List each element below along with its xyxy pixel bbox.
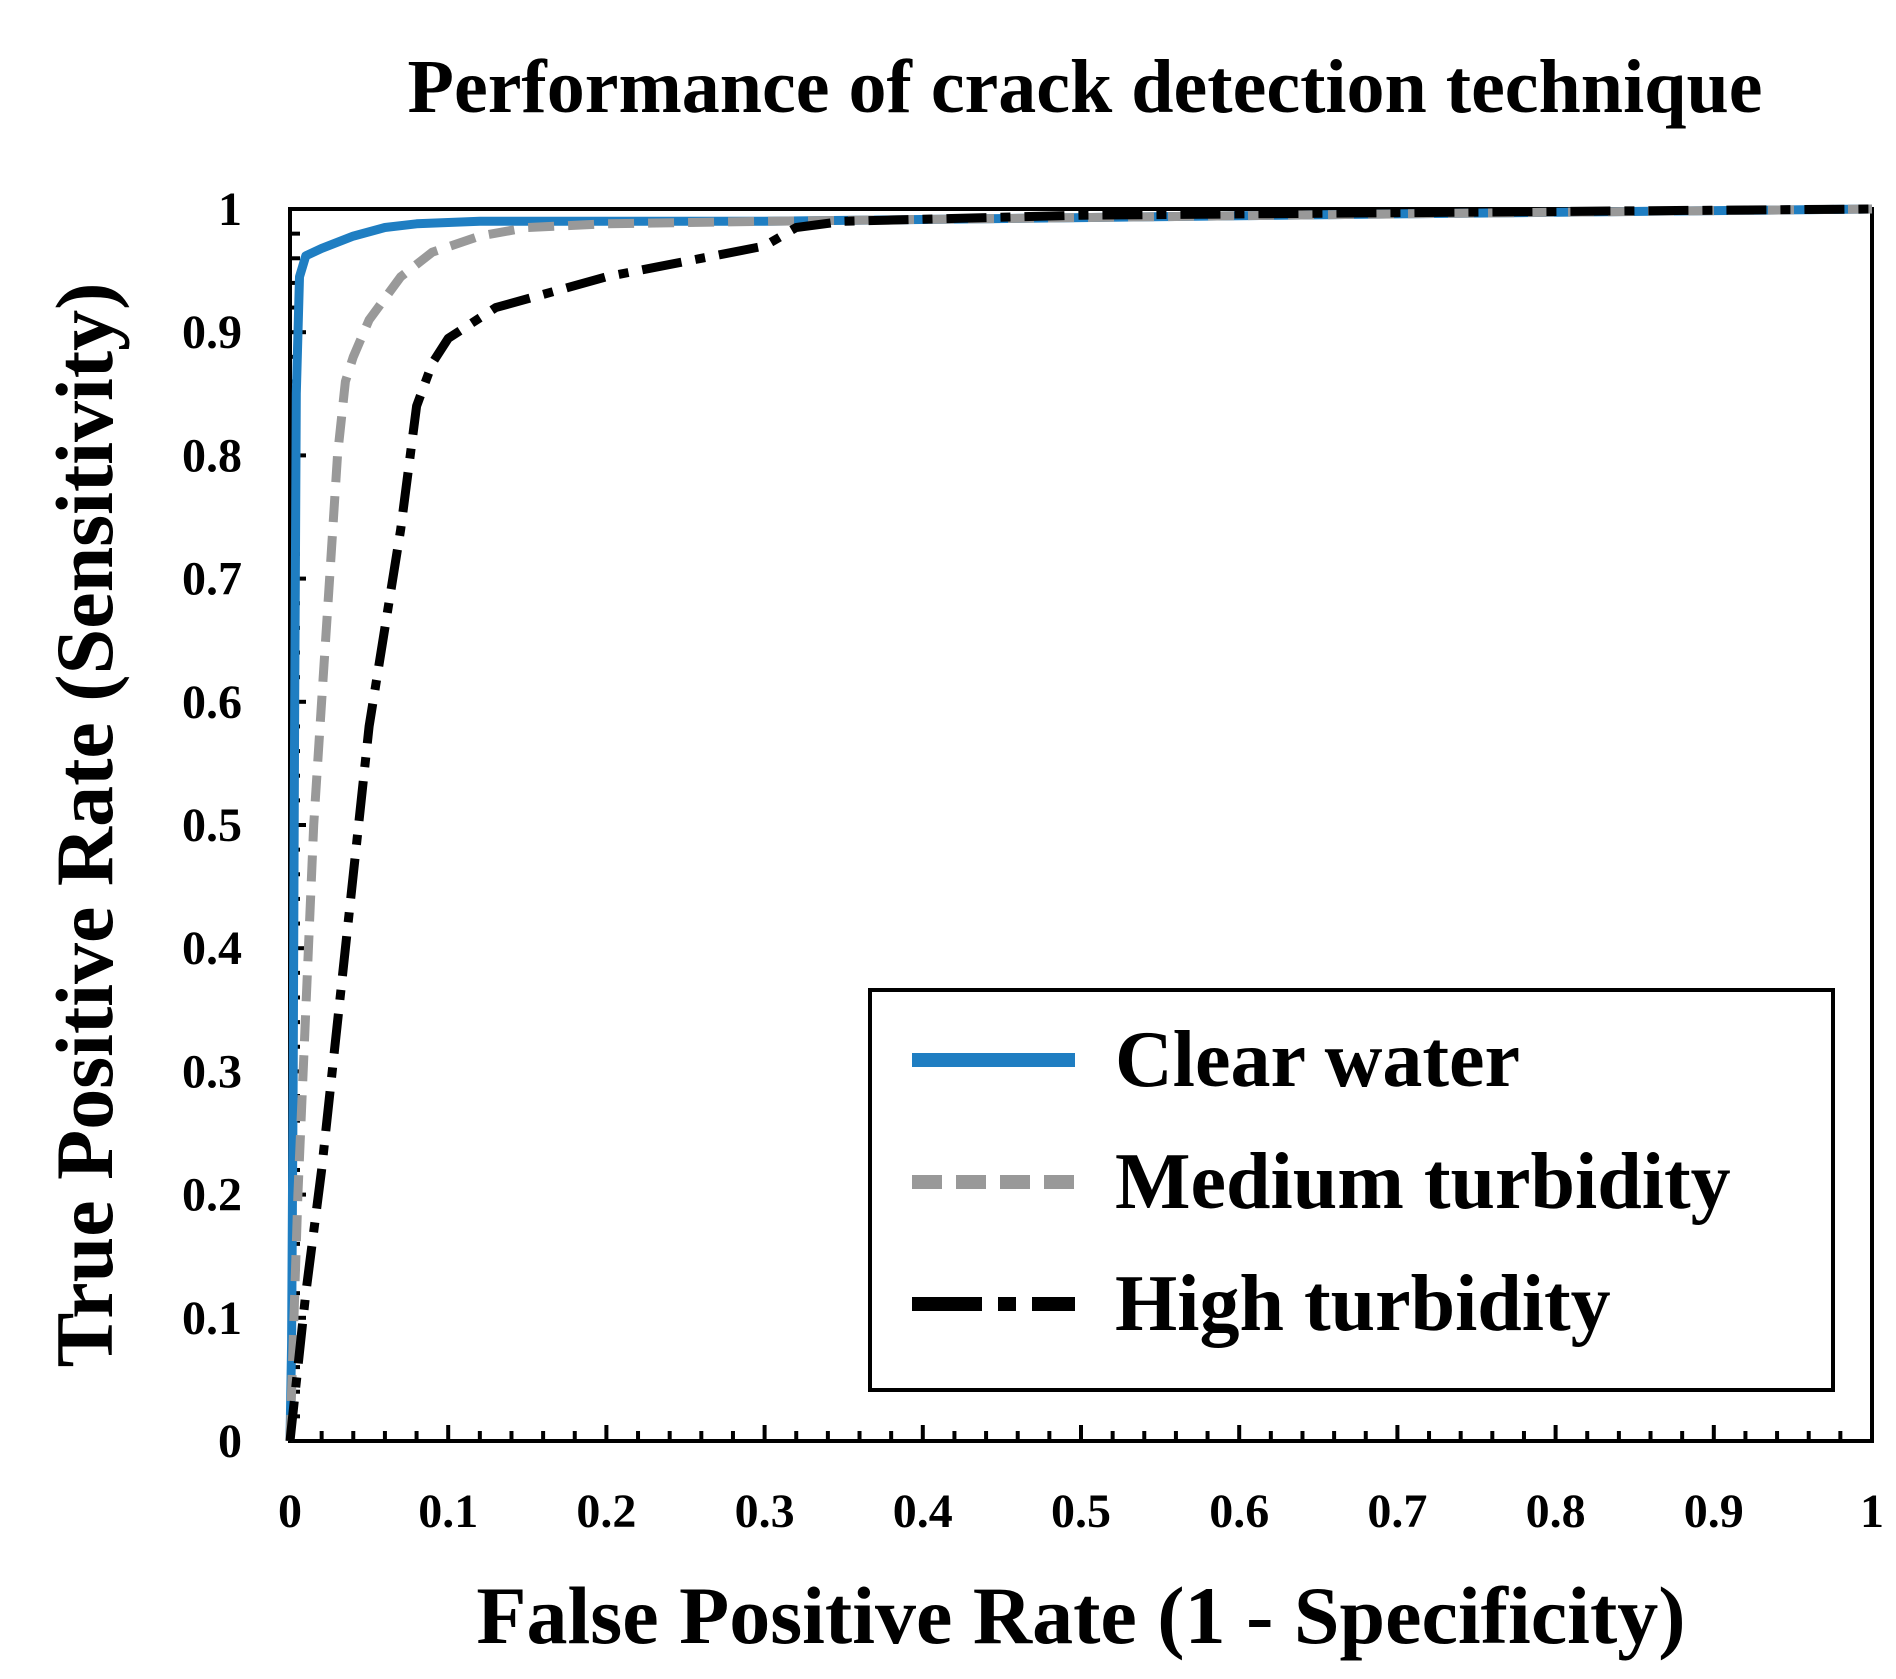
- x-tick-label: 0.3: [735, 1485, 795, 1538]
- x-tick-label: 0.9: [1684, 1485, 1744, 1538]
- legend-label-1: Medium turbidity: [1115, 1138, 1731, 1226]
- series-layer: [285, 204, 1873, 1442]
- y-tick-label: 0.7: [182, 553, 242, 606]
- y-tick-label: 0.6: [182, 676, 242, 729]
- y-tick-label: 0.2: [182, 1169, 242, 1222]
- x-tick-label: 1: [1860, 1485, 1884, 1538]
- x-tick-labels: 0 0.1 0.2 0.3 0.4 0.5 0.6 0.7 0.8 0.9 1: [278, 1485, 1884, 1538]
- x-tick-label: 0.8: [1526, 1485, 1586, 1538]
- x-tick-label: 0: [278, 1485, 302, 1538]
- y-axis-label: True Positive Rate (Sensitivity): [39, 283, 130, 1368]
- y-tick-label: 0.5: [182, 799, 242, 852]
- x-tick-label: 0.6: [1209, 1485, 1269, 1538]
- x-tick-label: 0.2: [576, 1485, 636, 1538]
- x-tick-label: 0.1: [418, 1485, 478, 1538]
- series-line-1: [285, 204, 1873, 1442]
- y-tick-label: 0.1: [182, 1292, 242, 1345]
- y-tick-label: 0.8: [182, 429, 242, 482]
- y-tick-labels: 0 0.1 0.2 0.3 0.4 0.5 0.6 0.7 0.8 0.9 1: [182, 183, 242, 1468]
- x-tick-label: 0.4: [893, 1485, 953, 1538]
- y-tick-label: 0: [218, 1415, 242, 1468]
- legend-label-0: Clear water: [1115, 1016, 1520, 1104]
- x-tick-label: 0.5: [1051, 1485, 1111, 1538]
- y-tick-label: 0.9: [182, 306, 242, 359]
- legend-label-2: High turbidity: [1115, 1260, 1611, 1348]
- y-tick-label: 0.3: [182, 1045, 242, 1098]
- y-tick-label: 0.4: [182, 922, 242, 975]
- x-tick-label: 0.7: [1367, 1485, 1427, 1538]
- series-line-2: [285, 204, 1873, 1442]
- x-axis-label: False Positive Rate (1 - Specificity): [476, 1570, 1685, 1661]
- chart-title: Performance of crack detection technique: [408, 45, 1763, 129]
- y-tick-label: 1: [218, 183, 242, 236]
